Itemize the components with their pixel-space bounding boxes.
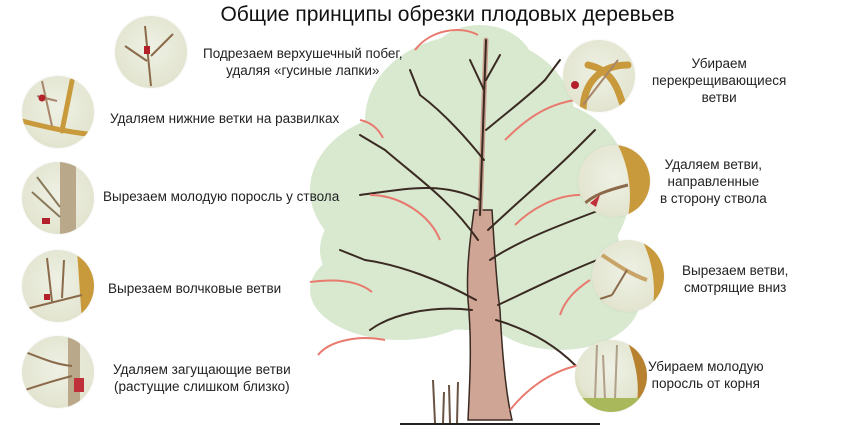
pruning-downward-icon bbox=[592, 240, 664, 312]
step-label-thickening: Удаляем загущающие ветви (растущие слишк… bbox=[113, 362, 291, 394]
pointer-arrows bbox=[309, 29, 591, 411]
step-label-top-shoot: Подрезаем верхушечный побег, удаляя «гус… bbox=[203, 46, 403, 78]
step-label-crossing: Убираем перекрещивающиеся ветви bbox=[652, 56, 787, 105]
pruning-root-suckers-icon bbox=[575, 340, 647, 412]
tree-trunk bbox=[466, 209, 513, 421]
pruning-trunk-suckers-icon bbox=[22, 162, 94, 234]
step-label-trunk-suckers: Вырезаем молодую поросль у ствола bbox=[103, 189, 340, 204]
pruning-thickening-icon bbox=[22, 336, 94, 408]
step-label-downward: Вырезаем ветви, смотрящие вниз bbox=[682, 263, 789, 295]
step-label-inward: Удаляем ветви, направленные в сторону ст… bbox=[660, 157, 767, 206]
pruning-crossing-icon bbox=[563, 40, 635, 112]
foliage bbox=[310, 25, 640, 350]
pruning-top-shoot-icon bbox=[115, 16, 187, 88]
pruning-water-sprouts-icon bbox=[22, 250, 94, 322]
step-label-water-sprouts: Вырезаем волчковые ветви bbox=[108, 281, 282, 296]
pruning-lower-fork-icon bbox=[22, 76, 94, 148]
pruning-inward-icon bbox=[578, 145, 650, 217]
page-title: Общие принципы обрезки плодовых деревьев bbox=[220, 3, 675, 26]
step-label-lower-forks: Удаляем нижние ветки на развилках bbox=[110, 111, 340, 126]
step-label-root-suckers: Убираем молодую поросль от корня bbox=[648, 359, 764, 391]
